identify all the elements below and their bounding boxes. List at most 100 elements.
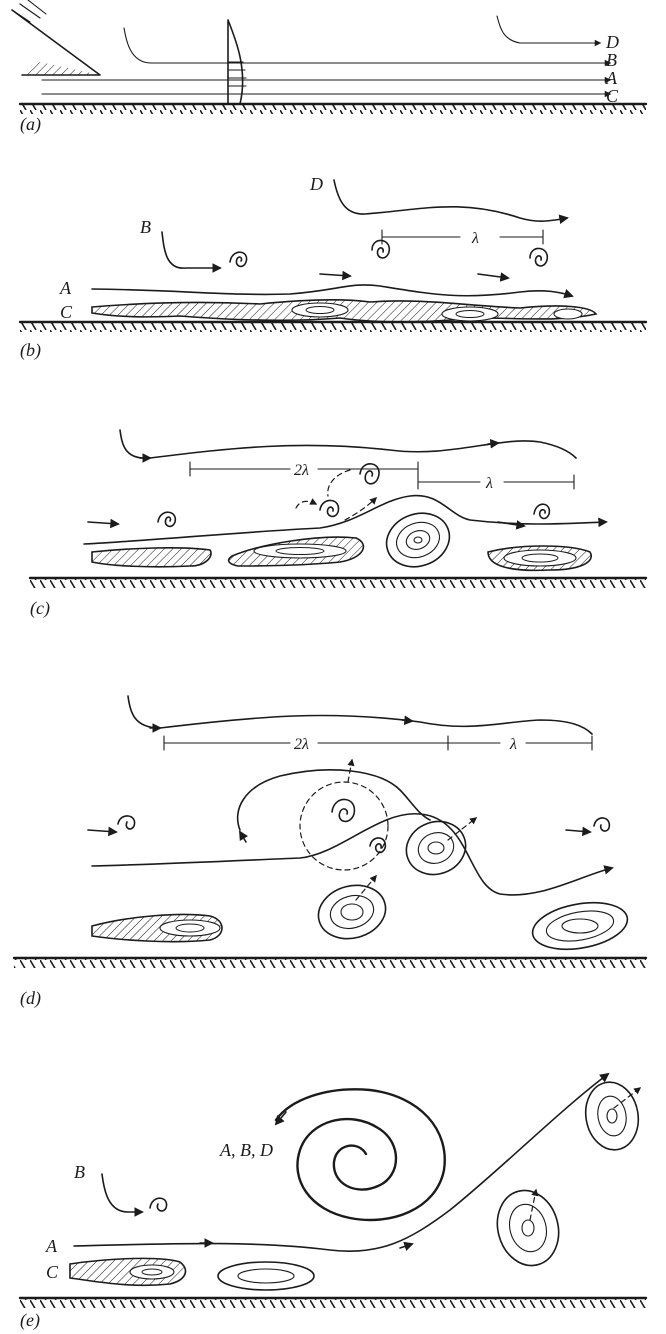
label-b: B <box>74 1162 85 1182</box>
streamline-b <box>102 1174 142 1212</box>
vortex-ellipse <box>327 891 378 933</box>
streamline-top <box>128 696 592 734</box>
vortex-ellipse <box>529 896 631 956</box>
vortex-ellipse <box>504 550 576 566</box>
flow-arrow <box>488 443 498 444</box>
wall-hatching <box>20 105 646 114</box>
streamline-main <box>92 814 612 895</box>
vortex-ellipse <box>414 828 458 869</box>
vortex-ellipse <box>580 1078 643 1154</box>
vortex-spiral <box>118 816 135 829</box>
vortex-spiral <box>594 818 609 831</box>
vortex-core <box>414 537 422 543</box>
pairing-path <box>328 470 350 496</box>
vortex-ellipse <box>404 527 433 552</box>
vortex-ellipse <box>554 309 582 319</box>
wall-hatching <box>20 1299 646 1308</box>
vortex-ellipse <box>489 1184 567 1273</box>
large-vortex-spiral <box>276 1089 445 1220</box>
vortex-spiral <box>230 252 247 266</box>
panel-label-d: (d) <box>20 988 41 1009</box>
vortex-ellipse <box>392 517 445 564</box>
vortex-ellipse <box>238 1269 294 1283</box>
pairing-path <box>296 501 316 508</box>
streamline-b <box>124 28 610 63</box>
panel-label-a: (a) <box>20 114 41 135</box>
flow-arrow <box>88 830 116 832</box>
label-b: B <box>606 50 617 70</box>
vortex-ellipse <box>218 1262 314 1290</box>
wedge-obstacle <box>12 10 100 75</box>
flow-arrow <box>88 522 118 524</box>
label-d: D <box>309 174 323 194</box>
pairing-path <box>345 498 376 520</box>
vortex-core <box>428 842 444 854</box>
panel-b: D λ B A C (b) <box>20 174 646 361</box>
panel-d: 2λ λ (d) <box>14 696 646 1009</box>
vortex-core <box>522 1220 534 1236</box>
pairing-path <box>356 876 376 900</box>
velocity-profile-lines <box>228 62 246 94</box>
vortex-ellipse <box>292 303 348 317</box>
vortex-ellipse <box>379 505 457 576</box>
streamline-a <box>74 1074 608 1251</box>
hatched-vortex-sheet <box>92 548 211 567</box>
vortex-ellipse <box>160 920 220 936</box>
label-a: A <box>45 1236 58 1256</box>
streamline-a <box>92 285 572 296</box>
vortex-spiral <box>372 240 389 257</box>
label-abd: A, B, D <box>219 1140 273 1160</box>
vortex-spiral <box>150 1198 167 1211</box>
spacing-label-2lambda: 2λ <box>294 736 309 753</box>
vortex-spiral <box>332 799 354 821</box>
vortex-spiral <box>360 464 379 484</box>
label-b: B <box>140 217 151 237</box>
streamline-top <box>120 430 576 458</box>
spacing-label-lambda: λ <box>485 475 493 492</box>
vortex-ellipse <box>504 1200 551 1256</box>
panel-label-c: (c) <box>30 598 50 619</box>
vortex-spiral <box>320 500 339 516</box>
flow-arrow <box>320 274 350 276</box>
wall-hatching <box>14 959 646 968</box>
label-c: C <box>606 86 619 106</box>
pairing-path <box>448 818 476 840</box>
vortex-ellipse <box>254 544 346 558</box>
flow-arrow <box>240 832 246 842</box>
wall-hatching <box>20 323 646 332</box>
vortex-spiral <box>534 504 549 518</box>
panel-label-e: (e) <box>20 1310 40 1331</box>
vortex-ellipse <box>312 878 391 946</box>
label-c: C <box>46 1262 59 1282</box>
vortex-core <box>562 919 598 933</box>
streamline-b <box>162 232 220 268</box>
vortex-spiral <box>530 248 547 265</box>
label-a: A <box>59 278 72 298</box>
vortex-core <box>607 1109 617 1123</box>
streamline-d <box>334 180 567 221</box>
vortex-core <box>341 904 363 920</box>
flow-arrow <box>566 830 590 832</box>
vortex-spiral <box>158 512 175 526</box>
wedge-fill <box>22 62 100 75</box>
vortex-ellipse <box>544 906 616 945</box>
label-c: C <box>60 302 73 322</box>
vortex-ellipse <box>130 1265 174 1279</box>
panel-a: D B A C (a) <box>12 0 646 135</box>
vortex-ellipse <box>442 307 498 321</box>
vortex-ellipse <box>399 813 473 882</box>
wedge-hatching <box>12 0 46 22</box>
flow-arrow <box>478 274 508 278</box>
panel-e: A, B, D B A C (e) <box>20 1074 646 1331</box>
panel-c: 2λ λ (c) <box>30 430 646 619</box>
wavelength-label: λ <box>471 230 479 247</box>
flow-arrow <box>400 1244 412 1248</box>
spacing-label-2lambda: 2λ <box>294 462 309 479</box>
flow-arrow <box>402 720 412 721</box>
wall-hatching <box>30 579 646 588</box>
label-a: A <box>605 68 618 88</box>
streamline-d <box>497 16 600 43</box>
label-d: D <box>605 32 619 52</box>
streamline-loop <box>238 770 430 830</box>
